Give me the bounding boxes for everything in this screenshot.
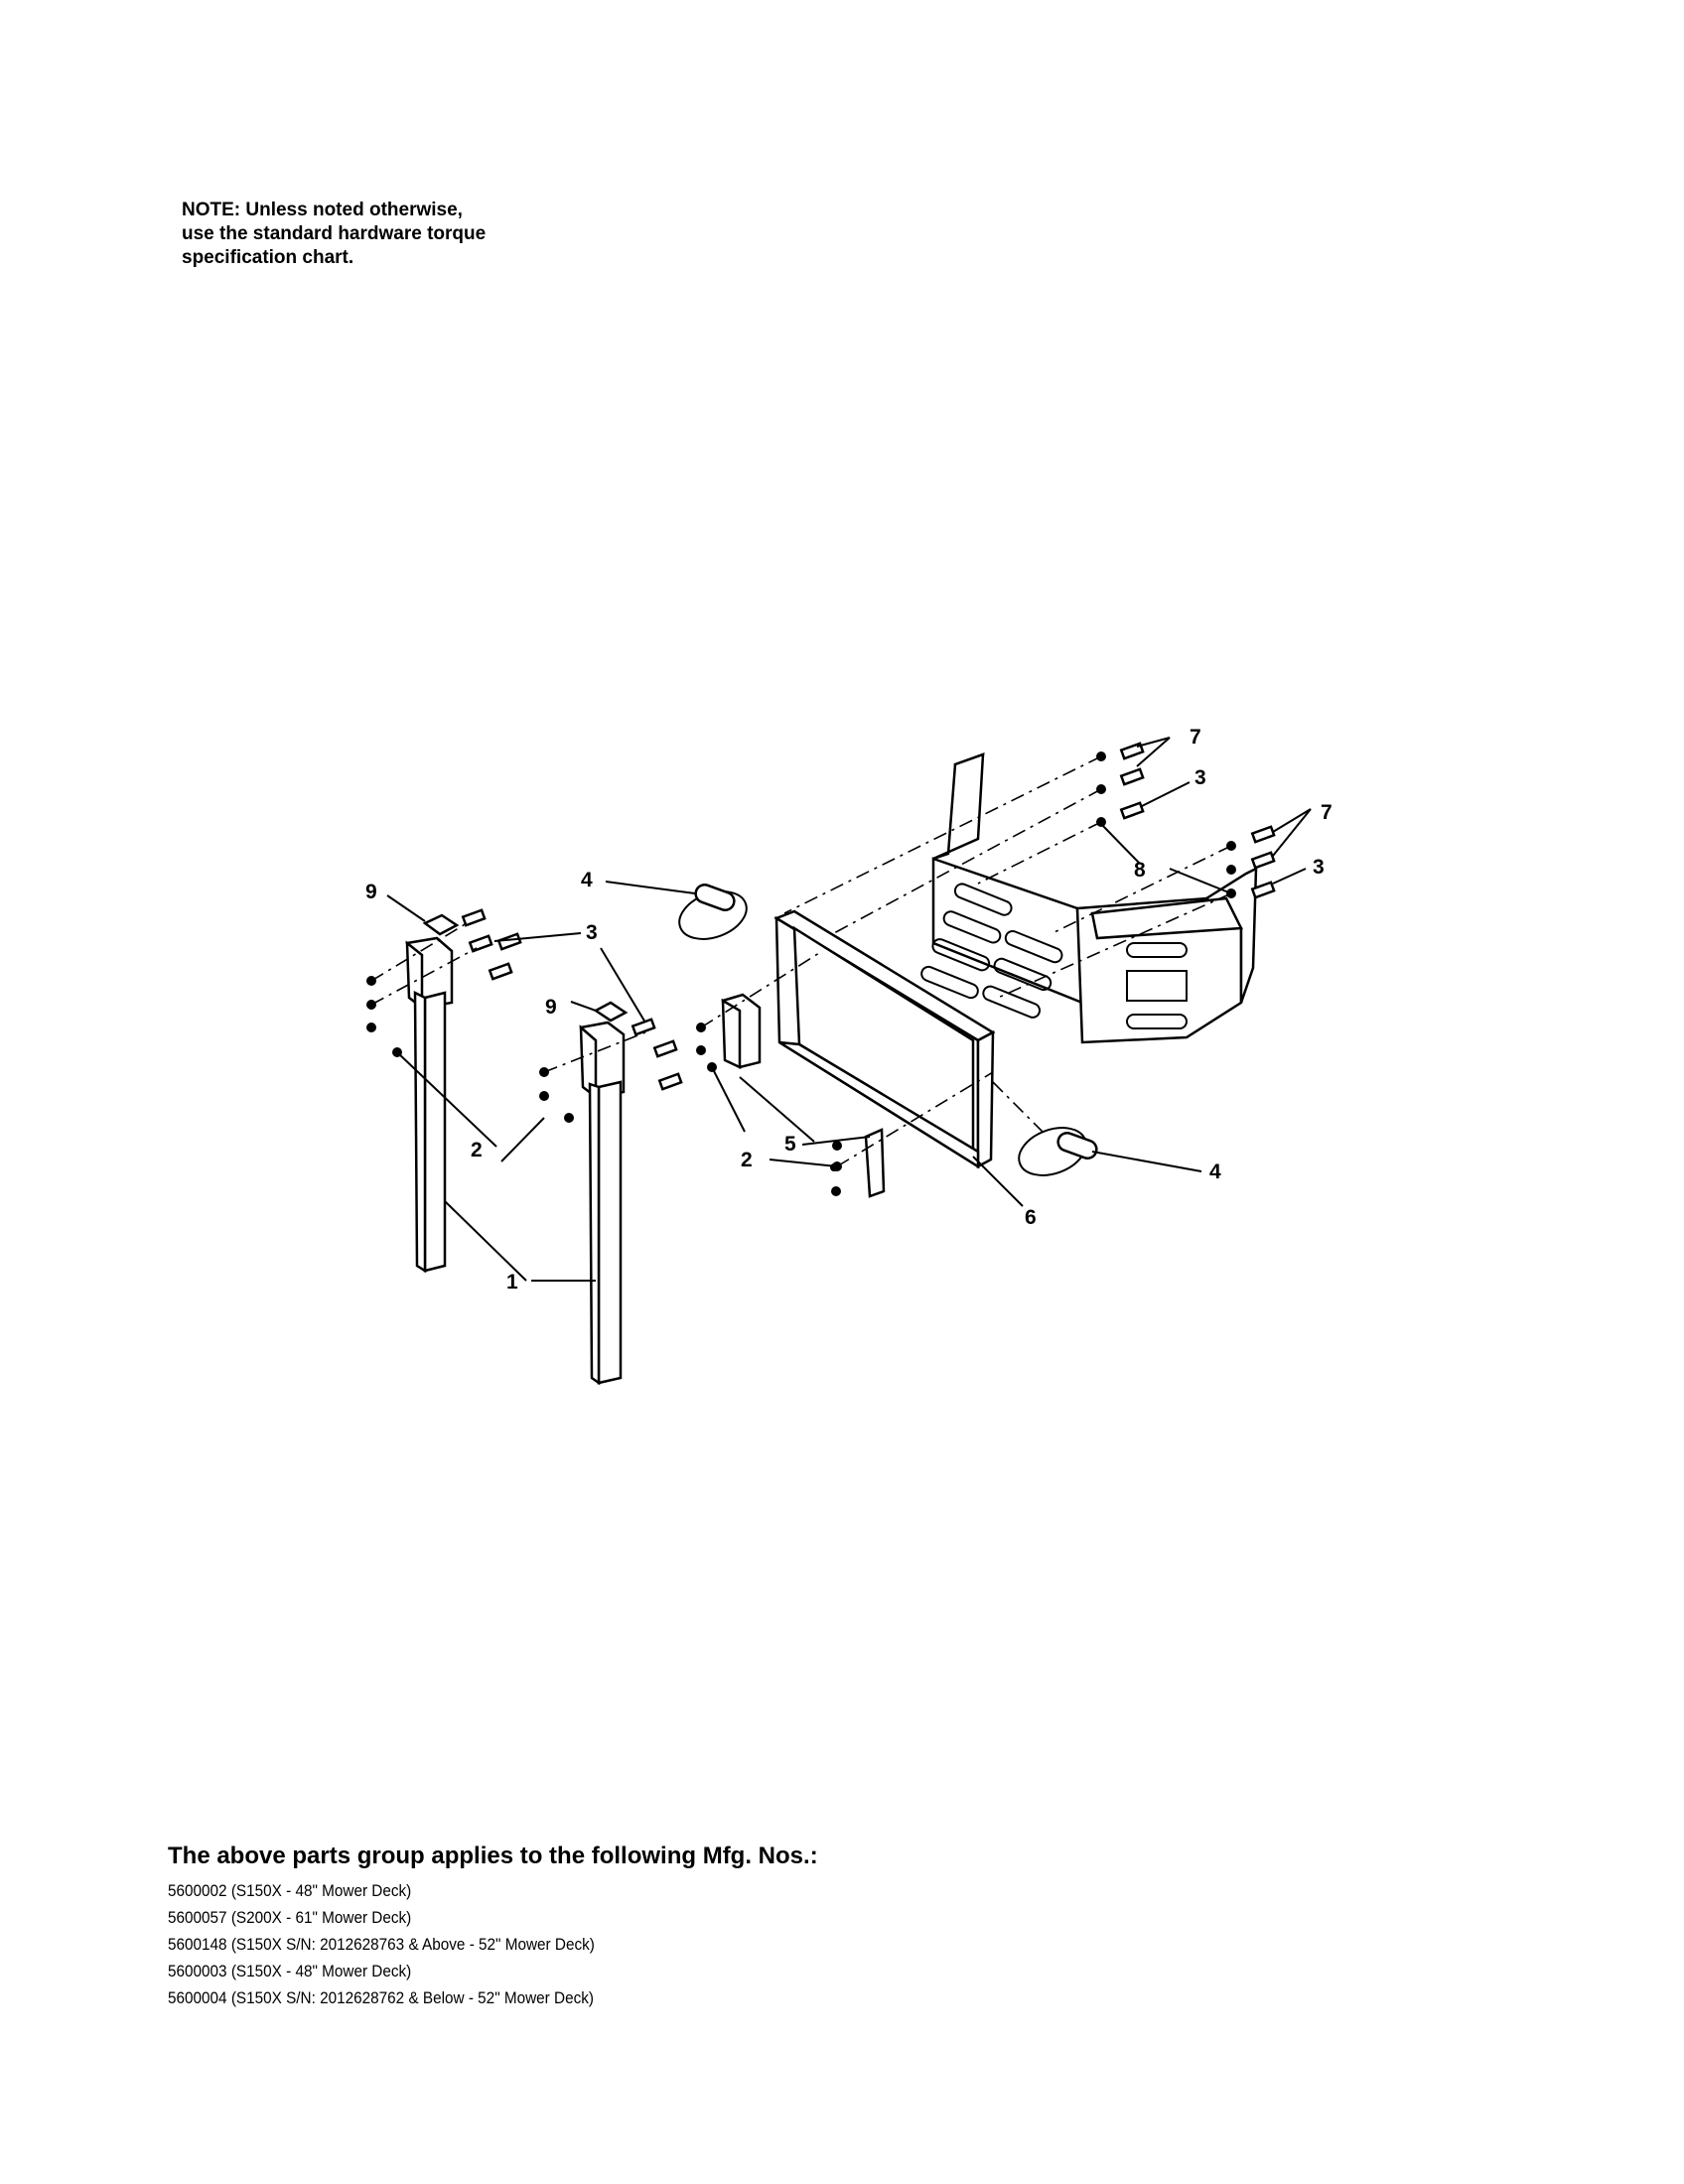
- list-item: 5600003 (S150X - 48" Mower Deck): [168, 1962, 412, 1980]
- torque-note: NOTE: Unless noted otherwise, use the st…: [182, 199, 599, 270]
- callout-3-left: 3: [586, 921, 598, 944]
- hitch-bracket: [773, 909, 996, 1169]
- post-caps: [422, 913, 629, 1023]
- hitch-pins: [678, 883, 1098, 1176]
- callout-9-center: 9: [545, 996, 557, 1019]
- list-item: 5600148 (S150X S/N: 2012628763 & Above -…: [168, 1935, 595, 1954]
- alignment-lines: [370, 755, 1232, 1167]
- left-post: [405, 936, 454, 1274]
- callout-7-right: 7: [1321, 801, 1333, 824]
- callout-7-top: 7: [1190, 726, 1201, 749]
- callout-3-right: 3: [1313, 856, 1325, 879]
- note-line: NOTE: Unless noted otherwise,: [182, 200, 463, 220]
- leader-lines: [386, 737, 1312, 1282]
- applies-title: The above parts group applies to the fol…: [168, 1843, 818, 1869]
- right-post: [579, 1021, 626, 1386]
- callout-3-top: 3: [1194, 766, 1206, 789]
- applicable-models: The above parts group applies to the fol…: [168, 1842, 1161, 2011]
- note-line: use the standard hardware torque: [182, 223, 487, 244]
- callout-5: 5: [784, 1133, 796, 1156]
- callout-2-center: 2: [741, 1149, 753, 1171]
- mfg-number-list: 5600002 (S150X - 48" Mower Deck) 5600057…: [168, 1877, 1161, 2011]
- list-item: 5600057 (S200X - 61" Mower Deck): [168, 1908, 412, 1927]
- callout-4-top: 4: [581, 869, 593, 891]
- callout-labels: 1 2 2 3 3 3 4 4 5 6 7 7 8 9 9: [365, 726, 1333, 1294]
- callout-8: 8: [1134, 859, 1146, 882]
- list-item: 5600002 (S150X - 48" Mower Deck): [168, 1881, 412, 1900]
- callout-9-left: 9: [365, 881, 377, 903]
- callout-2-left: 2: [471, 1139, 483, 1161]
- callout-6: 6: [1025, 1206, 1037, 1229]
- mounting-frame: [920, 752, 1258, 1044]
- note-line: specification chart.: [182, 247, 354, 268]
- list-item: 5600004 (S150X S/N: 2012628762 & Below -…: [168, 1988, 594, 2007]
- callout-4-bottom: 4: [1209, 1160, 1221, 1183]
- callout-1: 1: [506, 1271, 518, 1294]
